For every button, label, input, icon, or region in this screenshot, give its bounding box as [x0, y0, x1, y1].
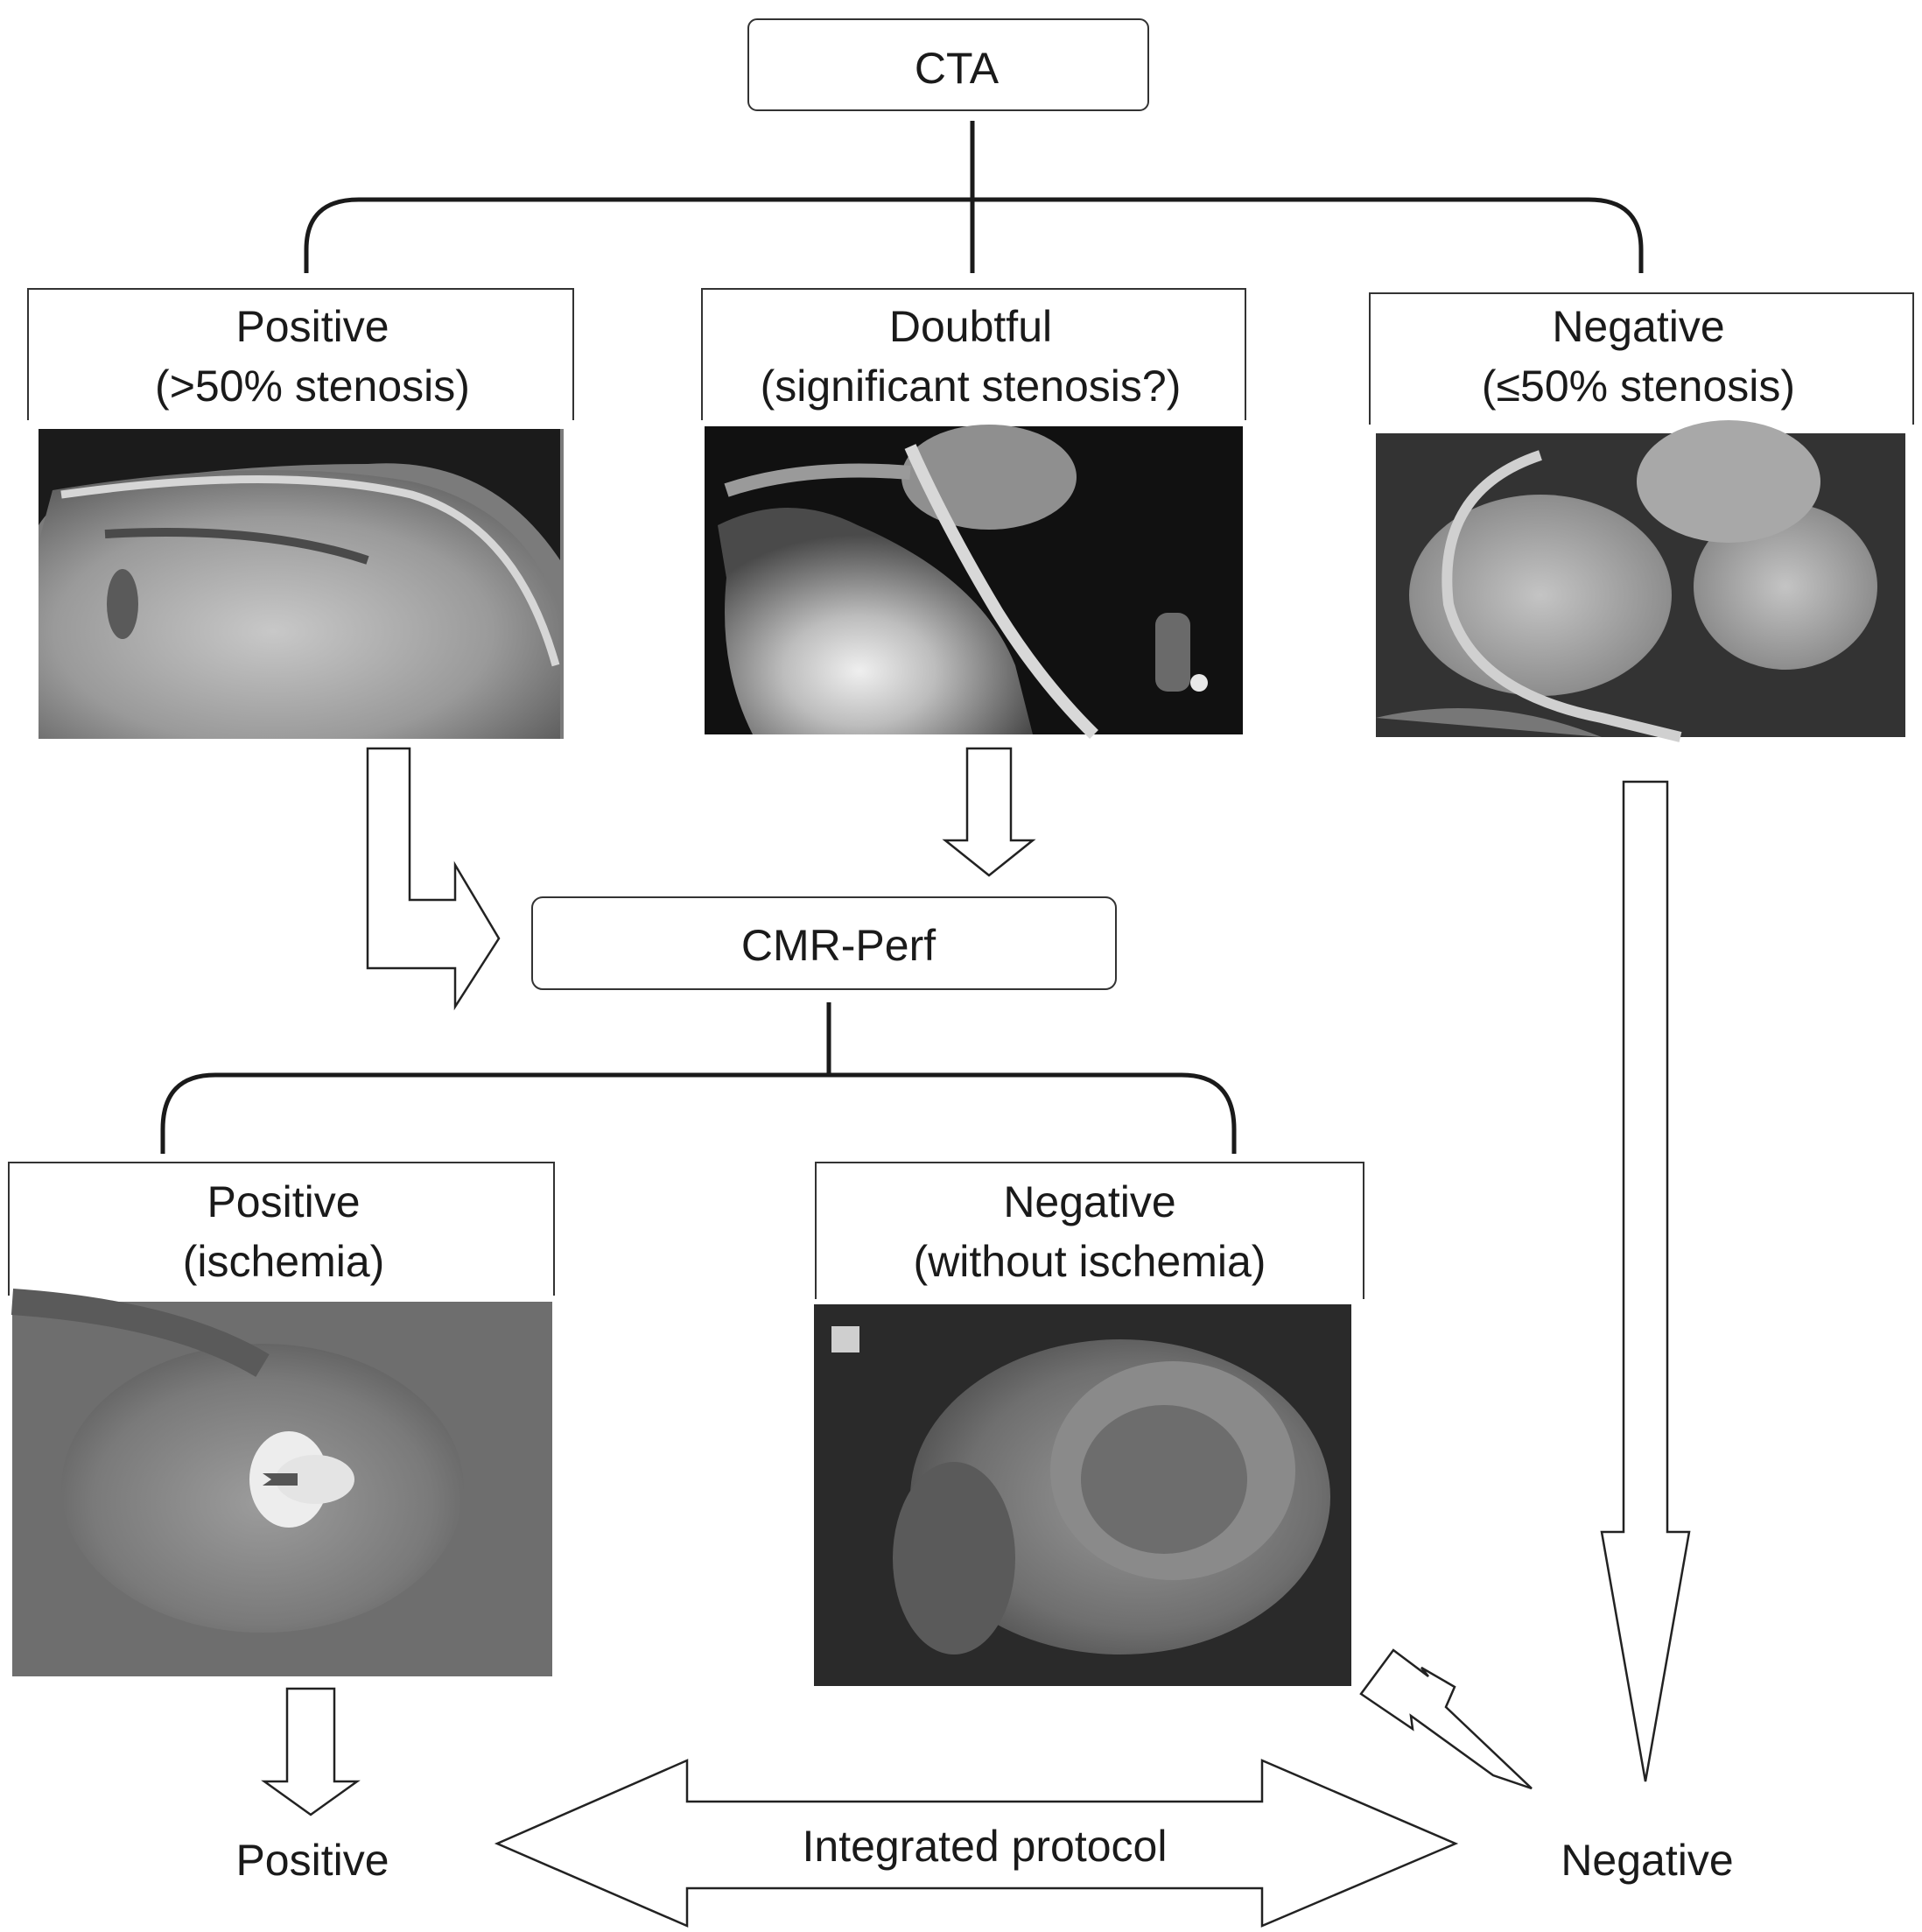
final-negative-label: Negative — [1561, 1836, 1733, 1885]
cmr-negative-subtitle: (without ischemia) — [914, 1237, 1266, 1286]
cmr-negative-panel: Negative (without ischemia) — [814, 1162, 1364, 1686]
cmr-negative-image — [814, 1304, 1351, 1686]
cmr-perf-box: CMR-Perf — [531, 896, 1117, 990]
final-positive-label: Positive — [235, 1836, 389, 1885]
positive-to-cmr-arrow — [366, 747, 501, 1011]
doubtful-to-cmr-arrow — [942, 747, 1036, 877]
cmr-branch-bracket — [160, 1072, 1237, 1154]
cta-negative-image — [1376, 420, 1905, 742]
cta-positive-image — [39, 429, 564, 739]
integrated-protocol-label: Integrated protocol — [803, 1822, 1168, 1871]
cta-positive-title: Positive — [235, 302, 389, 351]
cmr-positive-subtitle: (ischemia) — [183, 1237, 385, 1286]
cta-label: CTA — [915, 44, 1000, 93]
cmr-positive-title: Positive — [207, 1177, 360, 1226]
cta-doubtful-panel: Doubtful (significant stenosis?) — [701, 288, 1246, 739]
cmr-positive-down-arrow — [261, 1687, 361, 1816]
cta-positive-panel: Positive (>50% stenosis) — [27, 288, 574, 739]
integrated-protocol-arrow — [494, 1759, 1459, 1928]
cta-doubtful-subtitle: (significant stenosis?) — [761, 362, 1182, 411]
cmr-positive-panel: Positive (ischemia) — [8, 1162, 555, 1676]
cmr-negative-to-negative-zigzag-arrow — [1359, 1648, 1533, 1790]
cta-positive-subtitle: (>50% stenosis) — [155, 362, 470, 411]
cta-negative-title: Negative — [1552, 302, 1724, 351]
cmr-negative-title: Negative — [1003, 1177, 1175, 1226]
cta-doubtful-image — [705, 425, 1243, 739]
cta-negative-down-arrow — [1600, 780, 1691, 1782]
cta-doubtful-title: Doubtful — [889, 302, 1052, 351]
cmr-perf-label: CMR-Perf — [741, 921, 936, 970]
cta-negative-subtitle: (≤50% stenosis) — [1482, 362, 1795, 411]
cta-box: CTA — [747, 18, 1149, 111]
cta-branch-bracket — [304, 197, 1644, 273]
cmr-positive-image — [11, 1289, 552, 1676]
cta-negative-panel: Negative (≤50% stenosis) — [1369, 292, 1914, 742]
